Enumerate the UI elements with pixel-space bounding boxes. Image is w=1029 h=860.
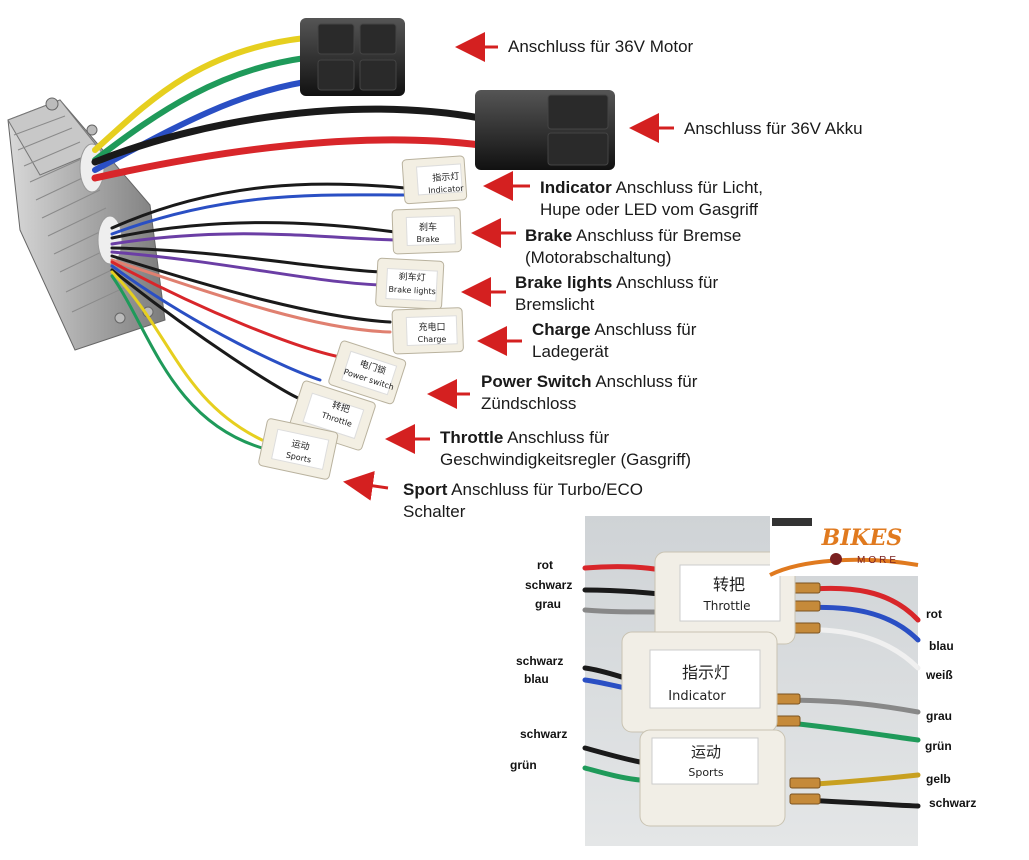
label-brake-line1: Anschluss für Bremse: [572, 226, 742, 245]
charge-tag-en: Charge: [418, 335, 447, 344]
label-power-switch-line1: Anschluss für: [591, 372, 698, 391]
brake-lights-tag-en: Brake lights: [388, 285, 436, 296]
detail-left-grau: grau: [535, 597, 562, 611]
detail-left-gruen: grün: [510, 758, 537, 772]
label-motor: Anschluss für 36V Motor: [508, 37, 694, 56]
label-indicator: Indicator Anschluss für Licht, Hupe oder…: [540, 177, 763, 221]
brake-lights-tag-cn: 刹车灯: [398, 270, 426, 283]
label-charge-line1: Anschluss für: [590, 320, 697, 339]
detail-right-gelb: gelb: [926, 772, 951, 786]
label-power-switch: Power Switch Anschluss für Zündschloss: [481, 371, 697, 415]
detail-left-rot: rot: [537, 558, 553, 572]
detail-left-schwarz-2: schwarz: [516, 654, 564, 668]
label-power-switch-title: Power Switch: [481, 372, 592, 391]
label-throttle-line1: Anschluss für: [503, 428, 610, 447]
label-power-switch-line2: Zündschloss: [481, 394, 577, 413]
signal-wires: [110, 182, 407, 450]
label-sport-title: Sport: [403, 480, 448, 499]
label-throttle-line2: Geschwindigkeitsregler (Gasgriff): [440, 450, 691, 469]
label-sport-line1: Anschluss für Turbo/ECO: [447, 480, 643, 499]
detail-right-schwarz: schwarz: [929, 796, 977, 810]
sport-tag-cn: 运动: [291, 438, 311, 453]
label-indicator-line1: Anschluss für Licht,: [611, 178, 763, 197]
detail-right-gruen: grün: [925, 739, 952, 753]
charge-tag-cn: 充电口: [418, 321, 445, 333]
brake-tag-en: Brake: [417, 235, 440, 244]
label-charge-line2: Ladegerät: [532, 342, 609, 361]
label-charge-title: Charge: [532, 320, 591, 339]
detail-right-rot: rot: [926, 607, 942, 621]
motor-plug: [300, 18, 405, 96]
detail-left-schwarz-3: schwarz: [520, 727, 568, 741]
detail-right-blau: blau: [929, 639, 954, 653]
indicator-tag-en: Indicator: [428, 184, 465, 195]
label-sport: Sport Anschluss für Turbo/ECO Schalter: [403, 479, 643, 523]
label-brake-title: Brake: [525, 226, 573, 245]
label-brake-lights-line2: Bremslicht: [515, 295, 595, 314]
akku-plug: [475, 90, 615, 170]
label-indicator-title: Indicator: [540, 178, 612, 197]
label-indicator-line2: Hupe oder LED vom Gasgriff: [540, 200, 758, 219]
power-wires: [91, 35, 484, 182]
detail-left-blau: blau: [524, 672, 549, 686]
label-throttle-title: Throttle: [440, 428, 504, 447]
label-brake-lights: Brake lights Anschluss für Bremslicht: [515, 272, 718, 316]
label-brake-lights-title: Brake lights: [515, 273, 613, 292]
detail-left-schwarz-1: schwarz: [525, 578, 573, 592]
detail-right-grau: grau: [926, 709, 953, 723]
indicator-tag-cn: 指示灯: [432, 170, 460, 184]
arrow-sport: [343, 470, 389, 501]
label-charge: Charge Anschluss für Ladegerät: [532, 319, 696, 363]
label-sport-line2: Schalter: [403, 502, 466, 521]
label-throttle: Throttle Anschluss für Geschwindigkeitsr…: [440, 427, 691, 471]
label-brake: Brake Anschluss für Bremse (Motorabschal…: [525, 225, 741, 269]
white-connectors: [258, 155, 468, 480]
label-akku: Anschluss für 36V Akku: [684, 119, 863, 138]
label-brake-line2: (Motorabschaltung): [525, 248, 672, 267]
detail-right-weiss: weiß: [926, 668, 953, 682]
brake-tag-cn: 刹车: [419, 221, 437, 233]
label-brake-lights-line1: Anschluss für: [612, 273, 719, 292]
pointer-arrows: [343, 32, 674, 501]
